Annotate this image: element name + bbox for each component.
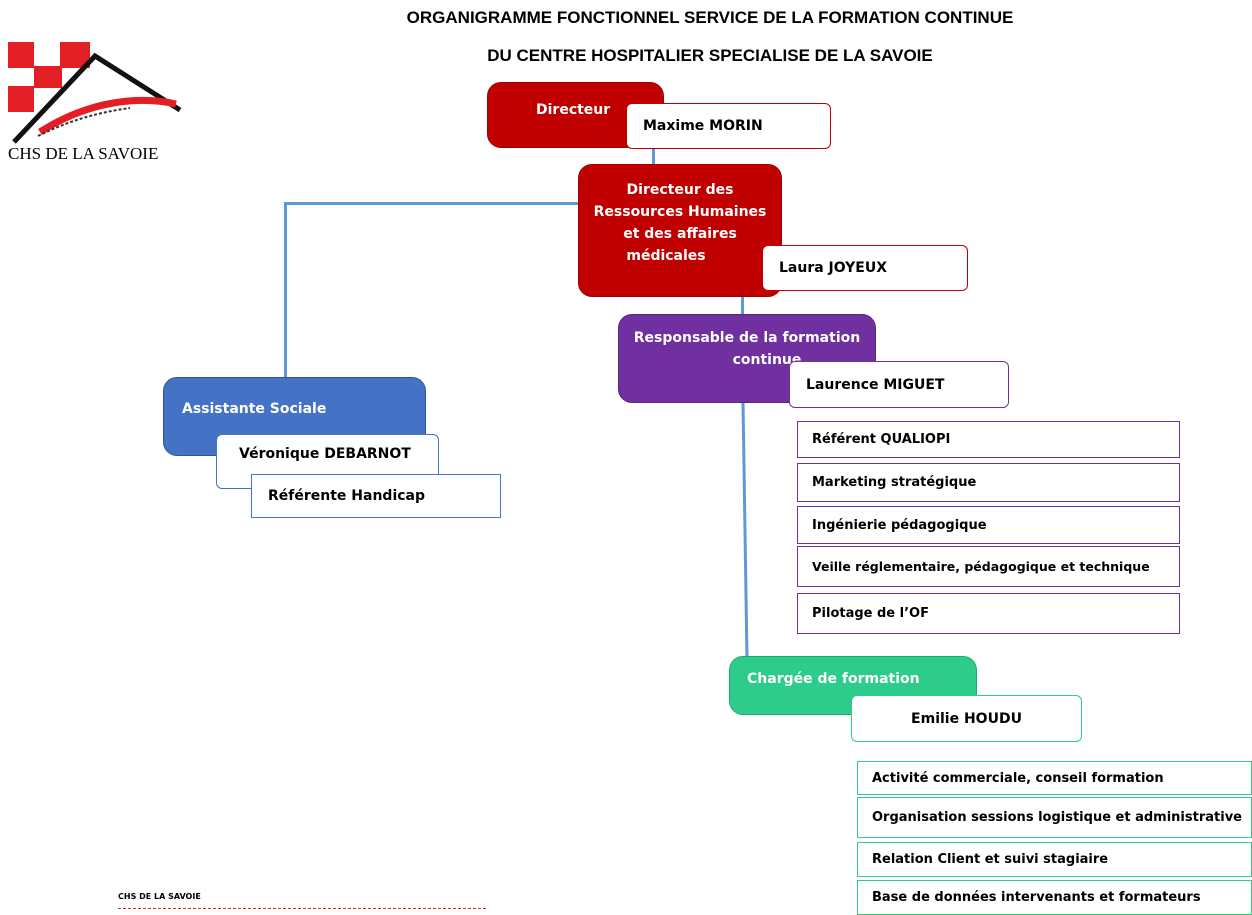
chargee-name: Emilie HOUDU: [911, 710, 1022, 727]
social-extra: Référente Handicap: [268, 488, 426, 504]
chargee-task-label: Activité commerciale, conseil formation: [872, 770, 1164, 786]
chargee-task-label: Base de données intervenants et formateu…: [872, 890, 1201, 905]
chargee-task-label: Organisation sessions logistique et admi…: [872, 810, 1242, 825]
social-name: Véronique DEBARNOT: [239, 445, 411, 462]
connector-director-hr: [652, 146, 655, 166]
formation-task: Référent QUALIOPI: [797, 421, 1180, 458]
footer-divider: [118, 908, 486, 909]
hr-role-line-4: médicales: [626, 248, 706, 264]
formation-role-line-1: Responsable de la formation: [633, 330, 861, 346]
chargee-task: Organisation sessions logistique et admi…: [857, 797, 1252, 838]
formation-task: Ingénierie pédagogique: [797, 506, 1180, 544]
hr-name: Laura JOYEUX: [779, 260, 888, 276]
chargee-role-label: Chargée de formation: [747, 671, 920, 687]
director-name-box: Maxime MORIN: [626, 103, 831, 149]
director-name: Maxime MORIN: [643, 118, 763, 134]
formation-task-label: Ingénierie pédagogique: [812, 517, 987, 533]
social-role-label: Assistante Sociale: [182, 401, 327, 417]
chargee-task: Activité commerciale, conseil formation: [857, 761, 1252, 795]
hr-role-line-1: Directeur des: [626, 182, 734, 198]
social-extra-box: Référente Handicap: [251, 474, 501, 518]
connector-hr-social-vertical: [284, 202, 287, 378]
director-role-label: Directeur: [536, 102, 611, 118]
hr-name-box: Laura JOYEUX: [762, 245, 968, 291]
formation-task: Veille réglementaire, pédagogique et tec…: [797, 546, 1180, 587]
hr-role-line-3: et des affaires: [623, 226, 737, 242]
formation-task-label: Marketing stratégique: [812, 475, 977, 490]
formation-role-line-2: continue: [732, 352, 802, 368]
chart-title-line2: DU CENTRE HOSPITALIER SPECIALISE DE LA S…: [487, 46, 933, 65]
connector-hr-formation: [741, 296, 744, 316]
formation-name: Laurence MIGUET: [806, 376, 945, 393]
chargee-task: Base de données intervenants et formateu…: [857, 880, 1252, 915]
chargee-task-label: Relation Client et suivi stagiaire: [872, 852, 1109, 867]
hr-role-line-2: Ressources Humaines: [593, 204, 767, 220]
hr-role-box: Directeur des Ressources Humaines et des…: [578, 164, 782, 297]
connector-hr-social-horizontal: [284, 202, 580, 205]
formation-task-label: Référent QUALIOPI: [812, 432, 951, 447]
logo-text: CHS DE LA SAVOIE: [8, 144, 159, 163]
logo-mark-icon: [8, 42, 182, 144]
logo: CHS DE LA SAVOIE: [0, 38, 200, 178]
chargee-task: Relation Client et suivi stagiaire: [857, 842, 1252, 877]
formation-task-label: Veille réglementaire, pédagogique et tec…: [812, 559, 1150, 574]
formation-name-box: Laurence MIGUET: [789, 361, 1009, 408]
connector-formation-chargee: [741, 401, 749, 661]
formation-task: Marketing stratégique: [797, 463, 1180, 502]
formation-task-label: Pilotage de l’OF: [812, 606, 929, 621]
footer-label: CHS DE LA SAVOIE: [118, 892, 201, 901]
formation-task: Pilotage de l’OF: [797, 593, 1180, 634]
chargee-name-box: Emilie HOUDU: [851, 695, 1082, 742]
chart-title-line1: ORGANIGRAMME FONCTIONNEL SERVICE DE LA F…: [406, 8, 1014, 27]
